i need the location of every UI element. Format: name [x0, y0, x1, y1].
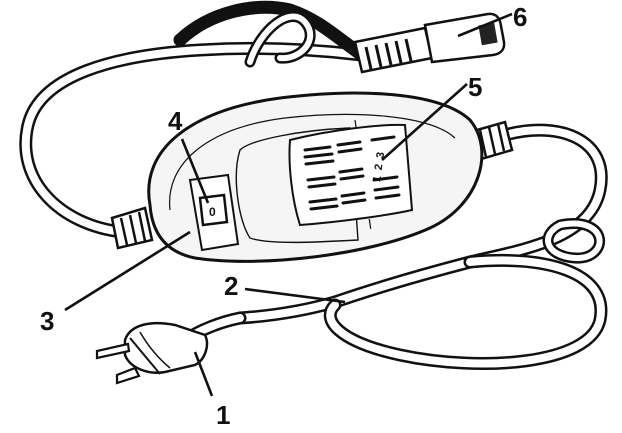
- output-connector: [353, 12, 506, 74]
- scale-digit-1: 1: [371, 175, 384, 183]
- controller-unit: 1 2 3 0: [110, 91, 514, 263]
- callout-1: 1: [216, 400, 230, 430]
- callout-5: 5: [468, 72, 482, 102]
- cable-to-plug: [233, 123, 608, 370]
- leader-5: [381, 83, 468, 161]
- callout-3: 3: [40, 306, 54, 336]
- mains-plug: [95, 311, 247, 385]
- scale-digit-3: 3: [374, 151, 387, 159]
- leader-3: [64, 230, 191, 312]
- power-switch: 0: [188, 173, 240, 252]
- callout-leaders: [64, 12, 513, 397]
- callout-6: 6: [513, 2, 527, 32]
- scale-digit-2: 2: [373, 163, 386, 171]
- leader-4: [180, 138, 210, 204]
- leader-1: [193, 351, 214, 397]
- leader-2: [244, 287, 346, 304]
- setting-scale-panel: 1 2 3: [288, 123, 414, 227]
- cable-upper-loop: [244, 11, 316, 68]
- leader-6: [457, 12, 513, 38]
- callout-2: 2: [224, 271, 238, 301]
- callout-labels: 1 2 3 4 5 6: [40, 2, 527, 430]
- cable-to-connector: [19, 0, 369, 239]
- switch-mark: 0: [209, 205, 216, 219]
- callout-4: 4: [168, 106, 183, 136]
